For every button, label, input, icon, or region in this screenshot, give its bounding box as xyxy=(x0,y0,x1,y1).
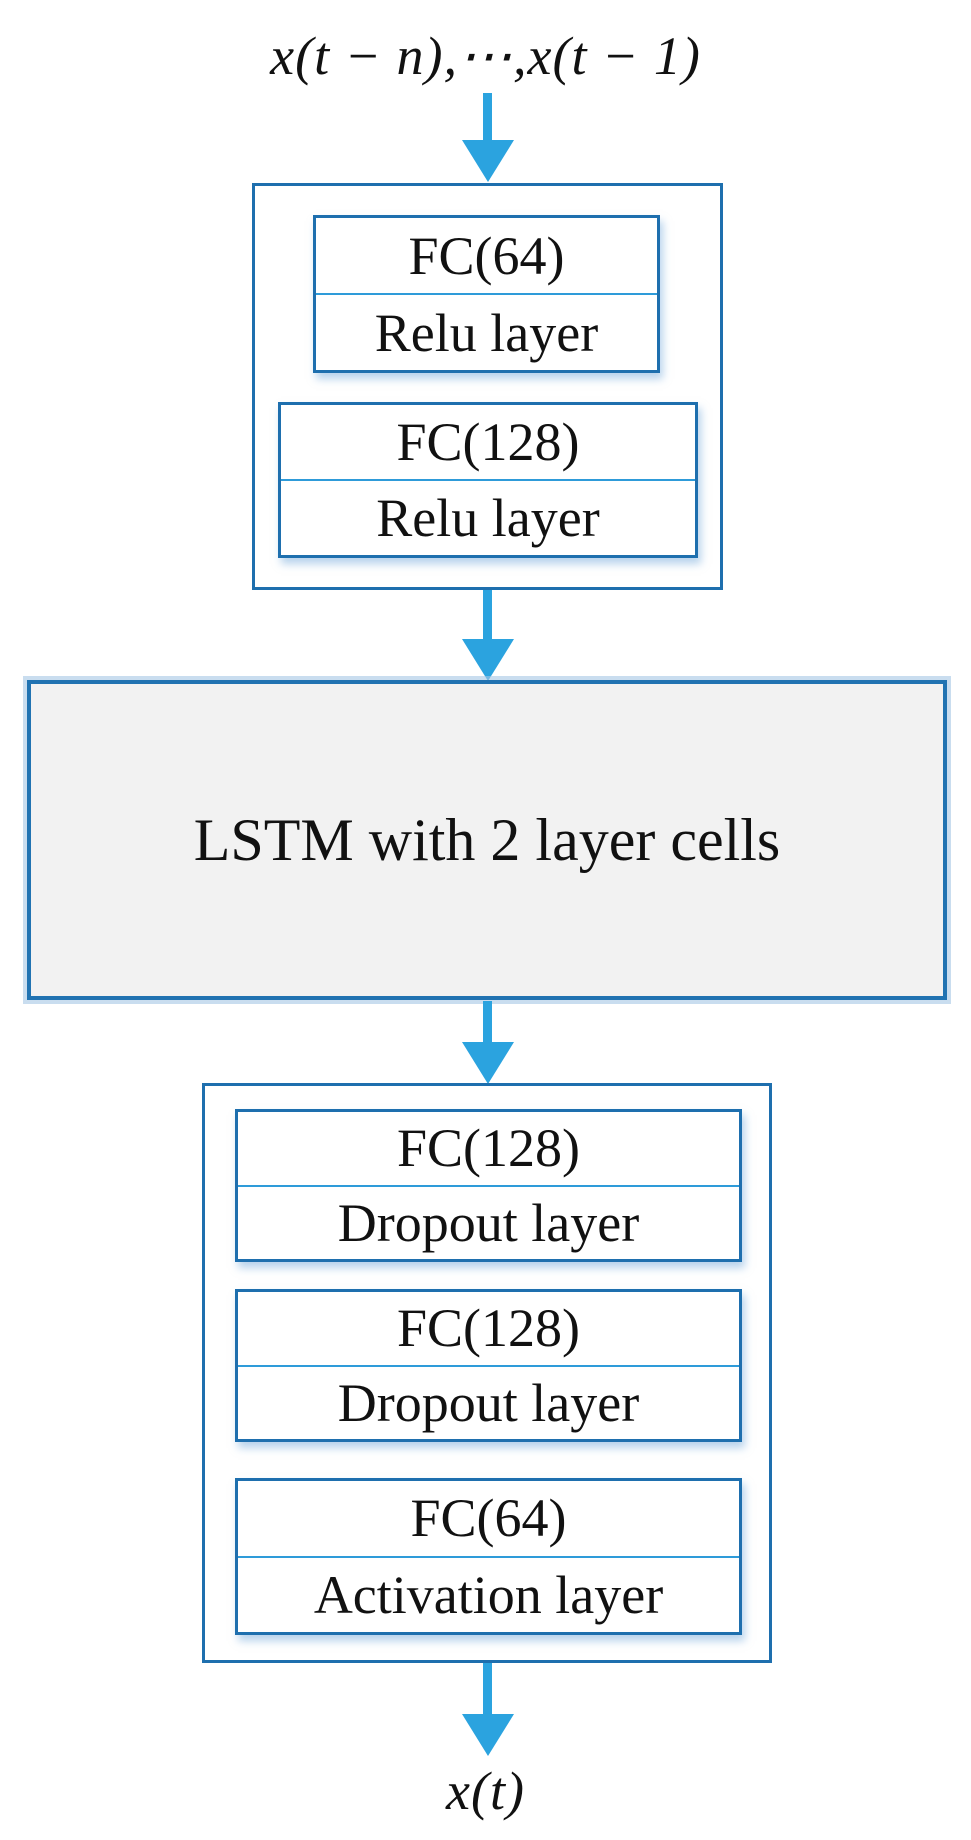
fc-unit-label: FC(64) xyxy=(408,225,565,286)
back-layer-3: FC(64) Activation layer xyxy=(235,1478,742,1635)
arrow-head-icon xyxy=(462,1714,514,1756)
back-layer-2: FC(128) Dropout layer xyxy=(235,1289,742,1442)
fc-unit-label: FC(128) xyxy=(396,1298,580,1359)
activation-label: Dropout layer xyxy=(238,1364,739,1440)
front-layer-2: FC(128) Relu layer xyxy=(278,402,698,558)
fc-unit-label: FC(128) xyxy=(396,412,580,472)
arrow-shaft xyxy=(483,1001,492,1045)
arrow-head-icon xyxy=(462,1042,514,1084)
input-sequence-label: x(t − n),⋯,x(t − 1) xyxy=(270,26,701,86)
arrow-shaft xyxy=(483,590,492,642)
back-layer-1: FC(128) Dropout layer xyxy=(235,1109,742,1262)
arrow-shaft xyxy=(483,1663,492,1717)
output-label: x(t) xyxy=(446,1761,525,1821)
fc-unit-label: FC(128) xyxy=(396,1118,580,1179)
lstm-block: LSTM with 2 layer cells xyxy=(27,680,947,1000)
arrow-head-icon xyxy=(462,140,514,182)
arrow-shaft xyxy=(483,93,492,143)
fc-unit-label: FC(64) xyxy=(410,1488,567,1549)
front-layer-1: FC(64) Relu layer xyxy=(313,215,660,373)
arrow-head-icon xyxy=(462,639,514,681)
activation-label: Relu layer xyxy=(281,479,695,555)
activation-label: Relu layer xyxy=(316,293,657,370)
activation-label: Activation layer xyxy=(238,1555,739,1633)
activation-label: Dropout layer xyxy=(238,1184,739,1260)
